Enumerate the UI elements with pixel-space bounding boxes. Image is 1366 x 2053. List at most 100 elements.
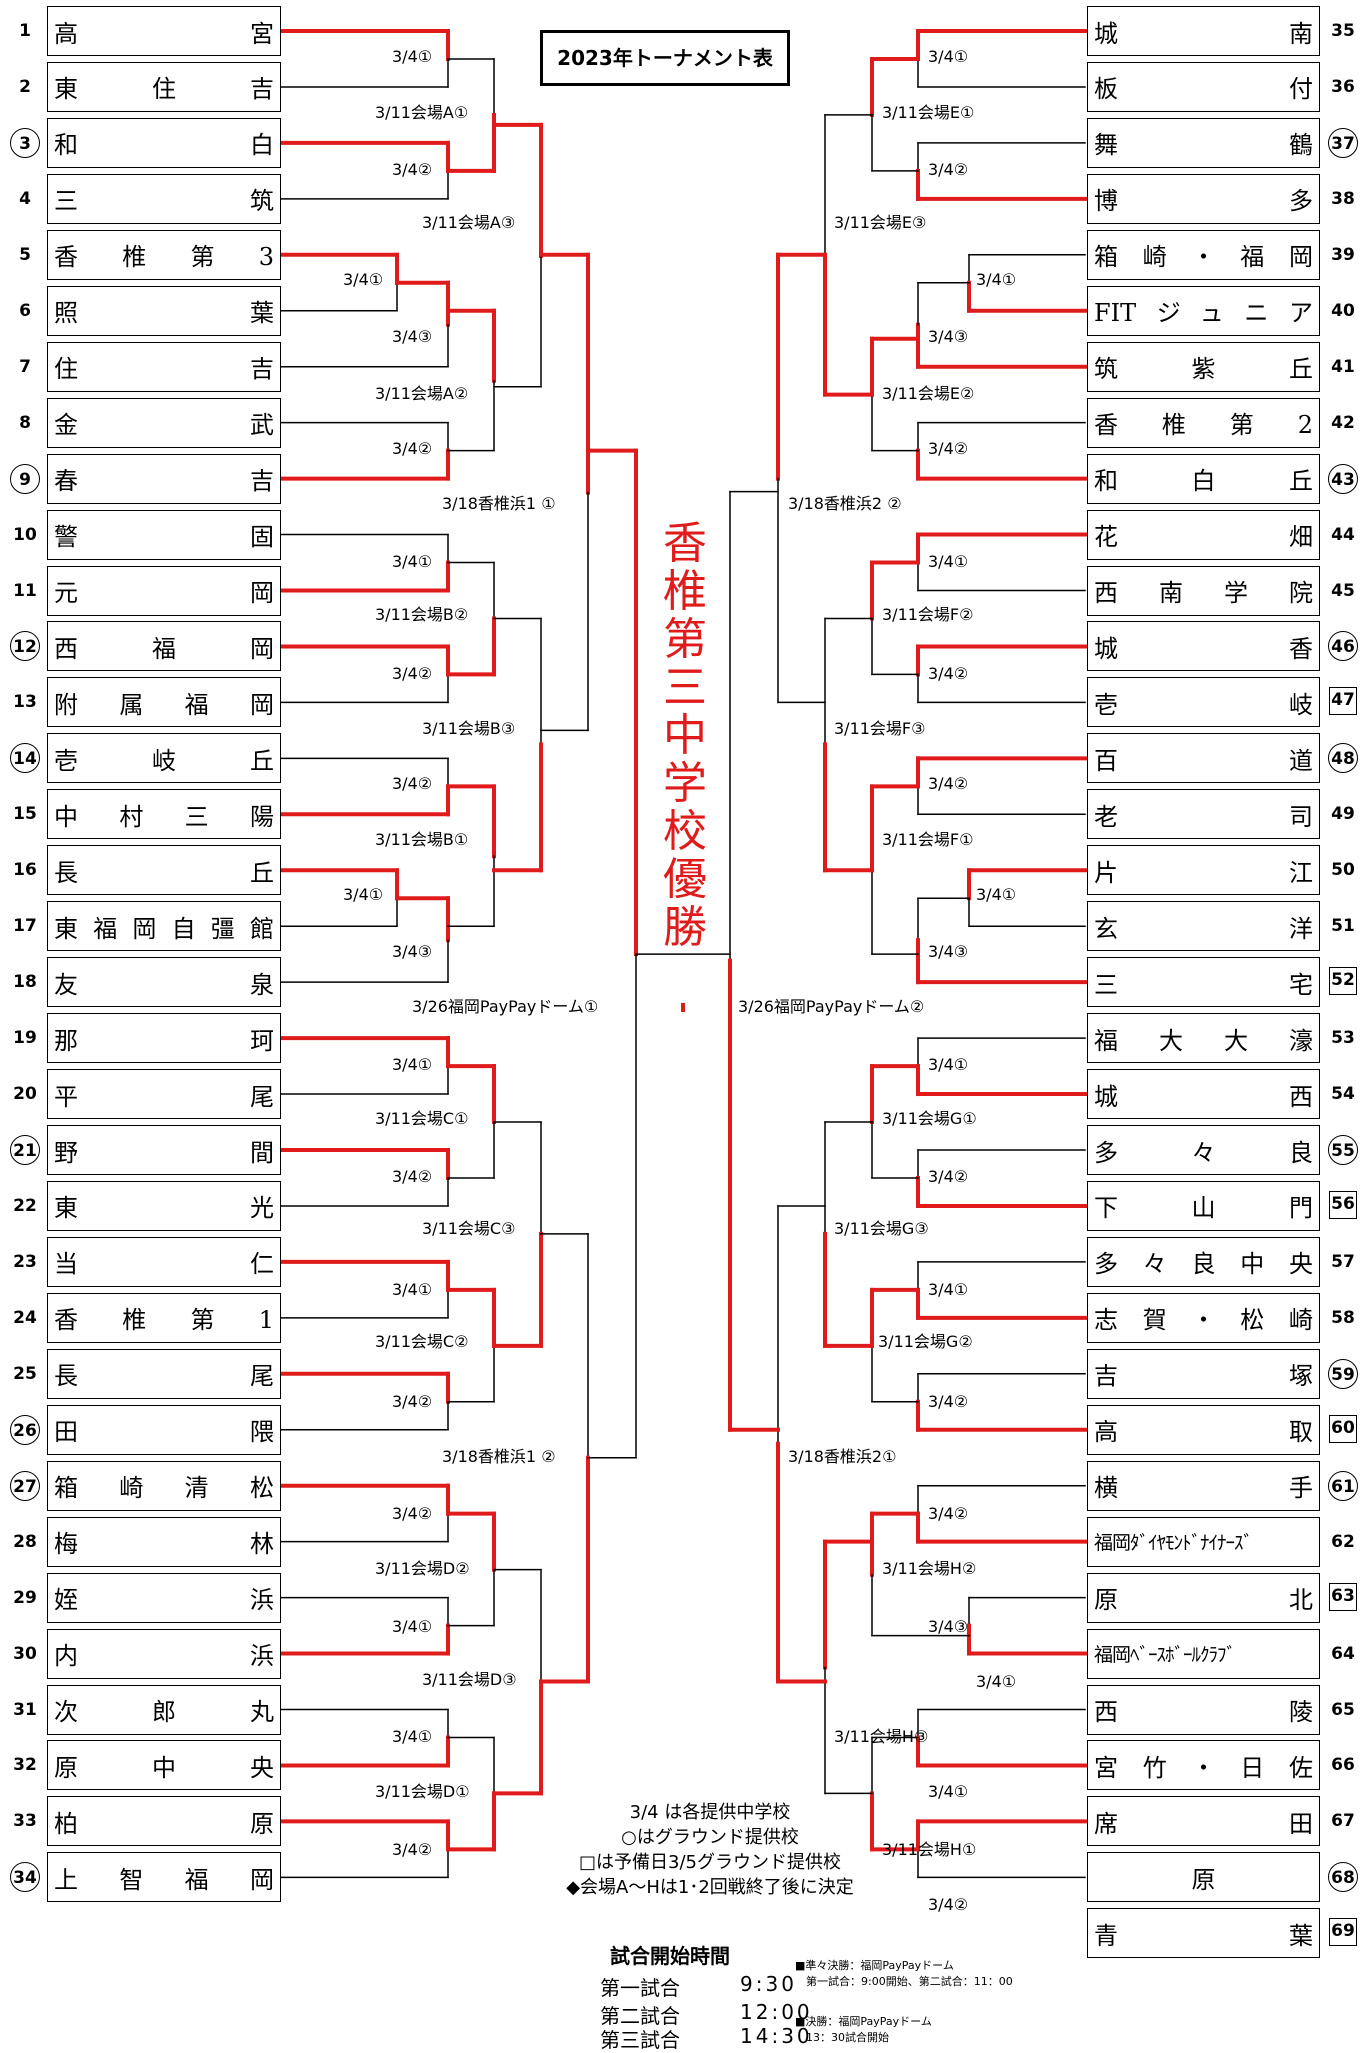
team-box: 席田 xyxy=(1087,1796,1320,1847)
match-label: 3/4② xyxy=(392,1504,433,1523)
team-name: 三筑 xyxy=(54,187,274,216)
team-box: 吉塚 xyxy=(1087,1348,1320,1399)
match-label: 3/4① xyxy=(392,1280,433,1299)
note-line: 3/4 は各提供中学校 xyxy=(629,1802,791,1823)
team-name: 西福岡 xyxy=(54,634,274,663)
team-box: 箱崎・福岡 xyxy=(1087,229,1320,280)
team-box: 壱岐 xyxy=(1087,677,1320,728)
time-value: 12:00 xyxy=(740,2000,813,2024)
team-number-circle: 48 xyxy=(1328,743,1358,774)
team-box: 筑紫丘 xyxy=(1087,341,1320,392)
team-number: 41 xyxy=(1331,356,1355,377)
team-box: 城香 xyxy=(1087,621,1320,672)
team-name: 香椎第1 xyxy=(54,1306,274,1335)
team-number: 62 xyxy=(1331,1531,1355,1552)
team-name: 筑紫丘 xyxy=(1094,355,1313,384)
team-box: 長尾 xyxy=(47,1348,281,1399)
team-name: 板付 xyxy=(1094,75,1313,104)
team-box: 福大大濠 xyxy=(1087,1013,1320,1064)
team-box: 附属福岡 xyxy=(47,677,281,728)
team-number: 7 xyxy=(19,356,31,377)
match-label: 3/11会場G② xyxy=(878,1332,973,1351)
team-number-circle: 3 xyxy=(10,127,40,158)
team-number: 31 xyxy=(13,1699,37,1720)
team-box: 壱岐丘 xyxy=(47,733,281,784)
team-name: 城南 xyxy=(1094,19,1313,48)
champion-text: 香椎第三中学校 優勝 xyxy=(663,518,751,953)
match-label: 3/11会場C② xyxy=(375,1332,469,1351)
team-name: 中村三陽 xyxy=(54,802,274,831)
team-name: 多々良中央 xyxy=(1094,1250,1313,1279)
team-number-circle: 68 xyxy=(1328,1862,1358,1893)
team-name: 附属福岡 xyxy=(54,690,274,719)
team-name: 警固 xyxy=(54,523,274,552)
team-box: 和白丘 xyxy=(1087,453,1320,504)
team-number: 66 xyxy=(1331,1755,1355,1776)
small-note: ■決勝：福岡PayPayドーム xyxy=(795,2015,932,2028)
match-label: 3/4① xyxy=(976,1672,1017,1691)
time-row: 第二試合 12:00 xyxy=(600,2000,810,2029)
team-name: 福岡ﾀﾞｲﾔﾓﾝﾄﾞﾅｲﾅｰｽﾞ xyxy=(1094,1532,1253,1555)
team-number: 50 xyxy=(1331,860,1355,881)
team-name: 老司 xyxy=(1094,802,1313,831)
team-name: 福大大濠 xyxy=(1094,1026,1313,1055)
team-box: 福岡ﾍﾞｰｽﾎﾞｰﾙｸﾗﾌﾞ xyxy=(1087,1628,1320,1679)
match-label: 3/4① xyxy=(392,1617,433,1636)
team-number: 40 xyxy=(1331,300,1355,321)
match-label: 3/11会場G① xyxy=(882,1109,977,1128)
team-number: 10 xyxy=(13,524,37,545)
team-name: 玄洋 xyxy=(1094,914,1313,943)
team-name: 博多 xyxy=(1094,187,1313,216)
match-label: 3/4② xyxy=(928,774,969,793)
team-box: 多々良 xyxy=(1087,1125,1320,1175)
team-number-circle: 61 xyxy=(1328,1470,1358,1501)
team-number: 17 xyxy=(13,916,37,937)
team-name: 内浜 xyxy=(54,1642,274,1671)
team-name: 野間 xyxy=(54,1138,274,1167)
team-name: 春吉 xyxy=(54,467,274,496)
match-label: 3/11会場B① xyxy=(375,830,469,849)
team-box: 姪浜 xyxy=(47,1572,281,1623)
team-box: 平尾 xyxy=(47,1069,281,1120)
match-label: 3/11会場A② xyxy=(375,384,469,403)
match-label: 3/4① xyxy=(976,270,1017,289)
team-number-circle: 55 xyxy=(1328,1135,1358,1165)
team-name: 青葉 xyxy=(1094,1921,1313,1950)
team-box: 東光 xyxy=(47,1180,281,1231)
match-label: 3/4① xyxy=(928,1280,969,1299)
match-label: 3/11会場H① xyxy=(882,1840,977,1859)
team-number: 23 xyxy=(13,1251,37,1272)
team-name: 香椎第3 xyxy=(54,243,274,272)
team-name: 原中央 xyxy=(54,1753,274,1782)
match-label: 3/4③ xyxy=(392,327,433,346)
match-label: 3/11会場D① xyxy=(375,1782,470,1801)
match-label: 3/4① xyxy=(928,47,969,66)
team-number: 24 xyxy=(13,1307,37,1328)
team-name: 席田 xyxy=(1094,1809,1313,1838)
team-number: 54 xyxy=(1331,1084,1355,1105)
note-line: ◆会場A～Hは1･2回戦終了後に決定 xyxy=(566,1877,854,1898)
match-label: 3/26福岡PayPayドーム① xyxy=(412,997,599,1016)
team-number: 57 xyxy=(1331,1251,1355,1272)
team-name: 片江 xyxy=(1094,858,1313,887)
team-box: 和白 xyxy=(47,117,281,168)
match-label: 3/4① xyxy=(928,552,969,571)
match-label: 3/4② xyxy=(928,664,969,683)
team-number: 4 xyxy=(19,188,31,209)
team-box: 当仁 xyxy=(47,1236,281,1287)
team-name: 壱岐丘 xyxy=(54,746,274,775)
team-box: 玄洋 xyxy=(1087,901,1320,952)
team-number: 58 xyxy=(1331,1307,1355,1328)
team-name: 長丘 xyxy=(54,858,274,887)
team-box: 宮竹・日佐 xyxy=(1087,1740,1320,1791)
team-number: 22 xyxy=(13,1195,37,1216)
match-label: 3/4② xyxy=(392,160,433,179)
team-number: 67 xyxy=(1331,1811,1355,1832)
team-name: 多々良 xyxy=(1094,1138,1313,1167)
match-label: 3/4② xyxy=(392,774,433,793)
team-box: 原 xyxy=(1087,1852,1320,1903)
team-name: 西陵 xyxy=(1094,1698,1313,1726)
team-number-circle: 37 xyxy=(1328,127,1358,158)
match-label: 3/11会場C③ xyxy=(422,1219,516,1238)
match-label: 3/4③ xyxy=(928,942,969,961)
